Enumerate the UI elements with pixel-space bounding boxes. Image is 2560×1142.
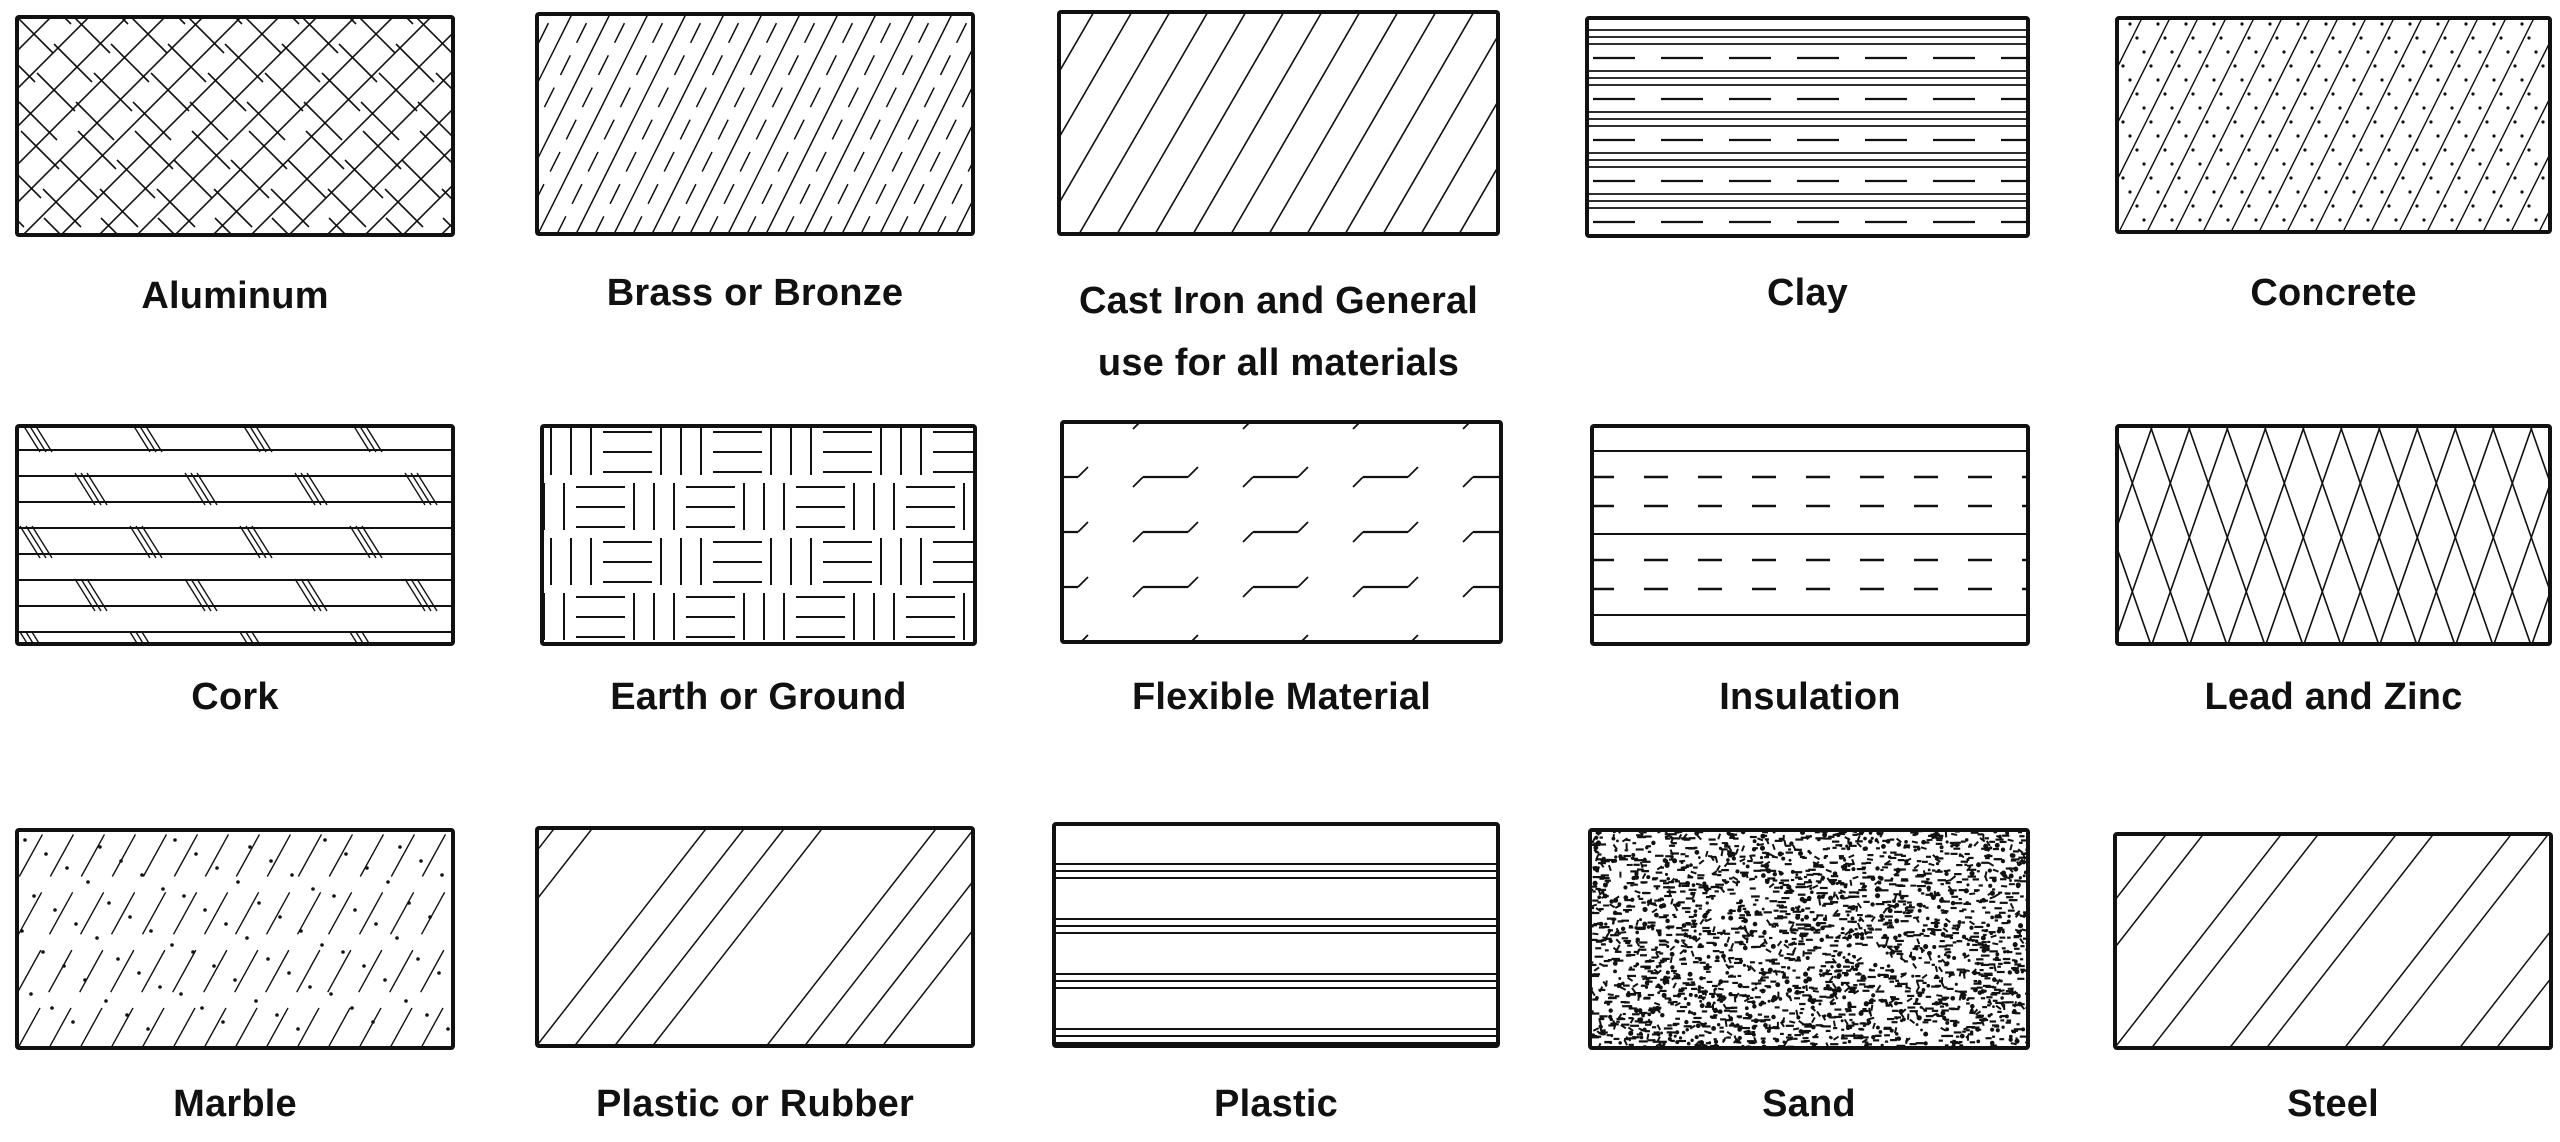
clay-hatch-icon <box>1585 16 2030 238</box>
material-cast-iron: Cast Iron and General use for all materi… <box>1057 10 1500 400</box>
aluminum-hatch-icon <box>15 15 455 237</box>
steel-hatch-icon <box>2113 832 2553 1050</box>
cork-hatch-icon <box>15 424 455 646</box>
material-label: Flexible Material <box>1060 666 1503 728</box>
material-label: Aluminum <box>15 265 455 327</box>
material-label: Insulation <box>1590 666 2030 728</box>
material-label-line-1: Cast Iron and General <box>1057 270 1500 332</box>
material-flexible: Flexible Material <box>1060 420 1503 740</box>
concrete-hatch-icon <box>2115 16 2552 234</box>
material-concrete: Concrete <box>2115 16 2552 336</box>
insulation-hatch-icon <box>1590 424 2030 646</box>
material-insulation: Insulation <box>1590 424 2030 744</box>
material-label: Earth or Ground <box>540 666 977 728</box>
material-label: Lead and Zinc <box>2115 666 2552 728</box>
material-steel: Steel <box>2113 832 2553 1142</box>
material-label: Concrete <box>2115 262 2552 324</box>
material-marble: Marble <box>15 828 455 1138</box>
material-label: Plastic or Rubber <box>535 1073 975 1135</box>
material-lead-zinc: Lead and Zinc <box>2115 424 2552 744</box>
sand-hatch-icon <box>1588 828 2030 1050</box>
material-label: Brass or Bronze <box>535 262 975 324</box>
material-sand: Sand <box>1588 828 2030 1138</box>
material-brass: Brass or Bronze <box>535 12 975 332</box>
cast-iron-hatch-icon <box>1057 10 1500 236</box>
material-plastic: Plastic <box>1052 822 1500 1132</box>
material-cork: Cork <box>15 424 455 744</box>
material-plastic-rubber: Plastic or Rubber <box>535 826 975 1136</box>
material-label: Clay <box>1585 262 2030 324</box>
brass-hatch-icon <box>535 12 975 236</box>
lead-zinc-hatch-icon <box>2115 424 2552 646</box>
marble-hatch-icon <box>15 828 455 1050</box>
material-earth: Earth or Ground <box>540 424 977 744</box>
flexible-hatch-icon <box>1060 420 1503 644</box>
material-aluminum: Aluminum <box>15 15 455 335</box>
material-label: Marble <box>15 1073 455 1135</box>
earth-hatch-icon <box>540 424 977 646</box>
material-label: Sand <box>1588 1073 2030 1135</box>
plastic-rubber-hatch-icon <box>535 826 975 1048</box>
material-label: Cork <box>15 666 455 728</box>
material-clay: Clay <box>1585 16 2030 336</box>
material-label: Plastic <box>1052 1073 1500 1135</box>
material-label-line-2: use for all materials <box>1057 332 1500 394</box>
plastic-hatch-icon <box>1052 822 1500 1048</box>
material-label: Steel <box>2113 1073 2553 1135</box>
